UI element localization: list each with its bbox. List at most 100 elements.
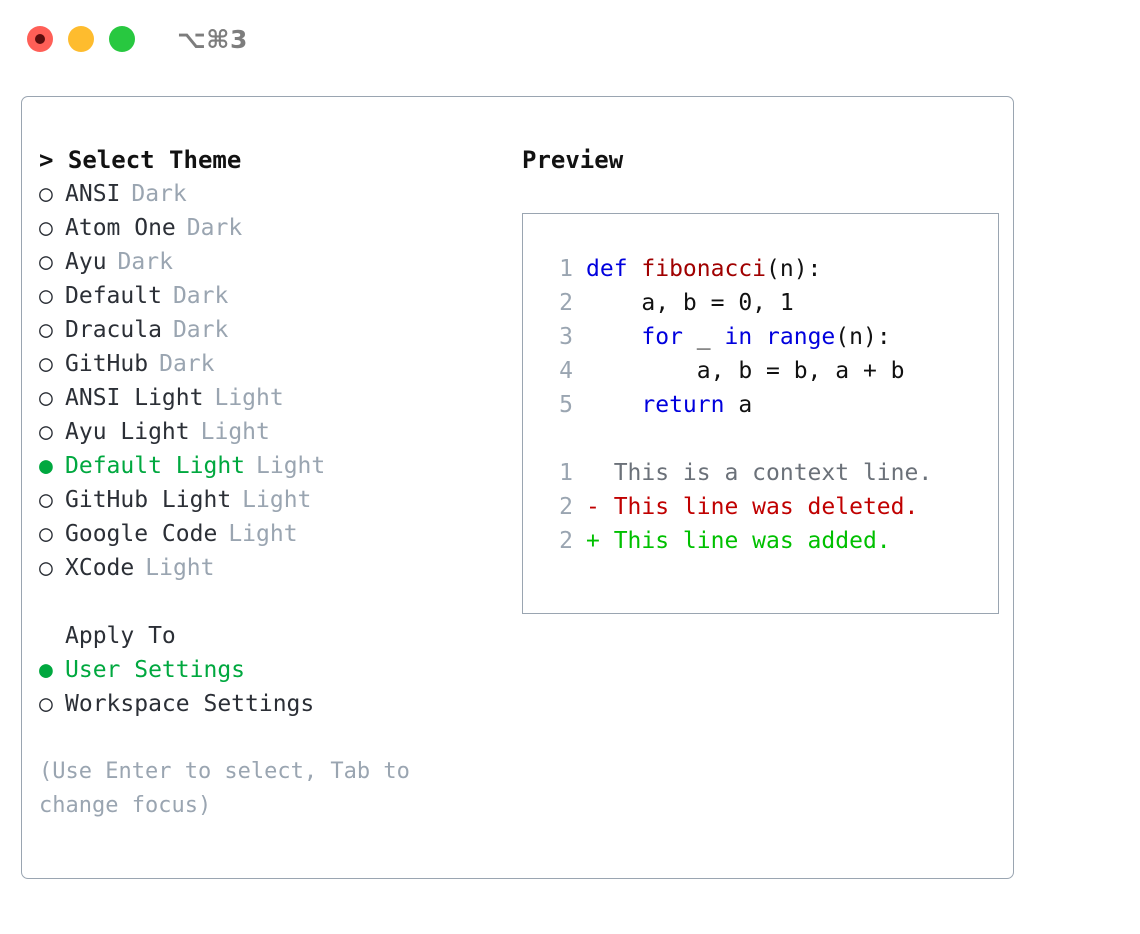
code-token-kw: in [724, 324, 753, 350]
diff-line: 2 + This line was added. [543, 524, 998, 558]
code-line-text: return a [586, 388, 752, 422]
code-token-plain [586, 392, 641, 418]
radio-unselected-icon: ○ [39, 487, 53, 513]
code-line-text: a, b = b, a + b [586, 354, 905, 388]
code-token-kw: def [586, 256, 642, 282]
theme-option-category: Light [214, 385, 284, 411]
radio-unselected-icon: ○ [39, 181, 53, 207]
theme-option-label: Ayu Light [65, 419, 190, 445]
theme-option-xcode[interactable]: ○ XCode Light [39, 551, 507, 585]
code-line: 1 def fibonacci(n): [543, 252, 998, 286]
theme-option-label: GitHub Light [65, 487, 232, 513]
select-theme-header: > Select Theme [39, 146, 242, 174]
code-token-fn: fibonacci [641, 256, 767, 282]
radio-unselected-icon: ○ [39, 521, 53, 547]
theme-option-label: GitHub [65, 351, 149, 377]
theme-option-category: Dark [172, 317, 229, 343]
code-token-plain [752, 324, 766, 350]
code-token-plain: (n): [766, 256, 822, 282]
theme-option-ayu[interactable]: ○ Ayu Dark [39, 245, 507, 279]
code-line-text: def fibonacci(n): [586, 252, 821, 286]
code-line-number: 3 [559, 324, 573, 350]
code-line-number: 1 [559, 256, 573, 282]
theme-option-label: Dracula [65, 317, 162, 343]
apply-to-option-label: Workspace Settings [65, 691, 315, 717]
window-titlebar: ⌥⌘3 [0, 0, 1140, 78]
theme-option-label: Google Code [65, 521, 218, 547]
theme-option-github[interactable]: ○ GitHub Dark [39, 347, 507, 381]
radio-unselected-icon: ○ [39, 691, 53, 717]
radio-unselected-icon: ○ [39, 317, 53, 343]
code-token-plain [586, 324, 641, 350]
code-token-kw: for [641, 324, 683, 350]
radio-unselected-icon: ○ [39, 419, 53, 445]
diff-line-text-del: - This line was deleted. [586, 494, 919, 520]
code-line: 3 for _ in range(n): [543, 320, 998, 354]
zoom-button-icon[interactable] [109, 26, 135, 52]
code-token-plain: a, b = 0, 1 [586, 290, 794, 316]
close-button-icon[interactable] [27, 26, 53, 52]
apply-to-option-user-settings[interactable]: ● User Settings [39, 653, 507, 687]
code-token-plain: a, b = b, a + b [586, 358, 905, 384]
radio-unselected-icon: ○ [39, 351, 53, 377]
code-token-kw: range [766, 324, 836, 350]
theme-option-label: Ayu [65, 249, 107, 275]
code-blank-line [543, 422, 998, 456]
diff-sample: 1 This is a context line.2- This line wa… [543, 456, 998, 558]
code-token-plain: _ [682, 324, 725, 350]
diff-line-number: 2 [559, 528, 573, 554]
apply-to-option-workspace-settings[interactable]: ○ Workspace Settings [39, 687, 507, 721]
code-token-plain: (n): [835, 324, 891, 350]
minimize-button-icon[interactable] [68, 26, 94, 52]
keyboard-hint: (Use Enter to select, Tab to change focu… [39, 759, 410, 818]
radio-unselected-icon: ○ [39, 555, 53, 581]
code-line-number: 2 [559, 290, 573, 316]
diff-line-text-ctx: This is a context line. [586, 460, 933, 486]
code-line: 2 a, b = 0, 1 [543, 286, 998, 320]
code-line-number: 5 [559, 392, 573, 418]
theme-option-category: Light [200, 419, 270, 445]
theme-option-google-code[interactable]: ○ Google Code Light [39, 517, 507, 551]
diff-line: 2- This line was deleted. [543, 490, 998, 524]
window-controls [27, 26, 135, 52]
code-line: 4 a, b = b, a + b [543, 354, 998, 388]
theme-option-category: Dark [117, 249, 173, 275]
theme-option-label: Default [65, 283, 162, 309]
theme-option-category: Dark [172, 283, 229, 309]
diff-line-text-add: + This line was added. [586, 528, 891, 554]
radio-unselected-icon: ○ [39, 215, 53, 241]
apply-to-header: Apply To [65, 623, 176, 649]
section-spacer [39, 585, 507, 619]
theme-option-category: Light [145, 555, 215, 581]
theme-option-ayu-light[interactable]: ○ Ayu Light Light [39, 415, 507, 449]
theme-option-category: Dark [159, 351, 215, 377]
apply-to-option-label: User Settings [65, 657, 246, 683]
radio-unselected-icon: ○ [39, 249, 53, 275]
apply-to-list[interactable]: ● User Settings ○ Workspace Settings [39, 653, 507, 721]
radio-selected-icon: ● [39, 657, 53, 683]
theme-option-category: Light [256, 453, 326, 479]
code-line-number: 4 [559, 358, 573, 384]
radio-unselected-icon: ○ [39, 385, 53, 411]
theme-option-category: Light [228, 521, 298, 547]
theme-option-dracula[interactable]: ○ Dracula Dark [39, 313, 507, 347]
theme-option-label: XCode [65, 555, 135, 581]
code-token-plain: a [724, 392, 753, 418]
code-token-kw: return [641, 392, 725, 418]
diff-line-number: 1 [559, 460, 573, 486]
theme-option-label: Default Light [65, 453, 246, 479]
theme-option-label: ANSI [65, 181, 121, 207]
